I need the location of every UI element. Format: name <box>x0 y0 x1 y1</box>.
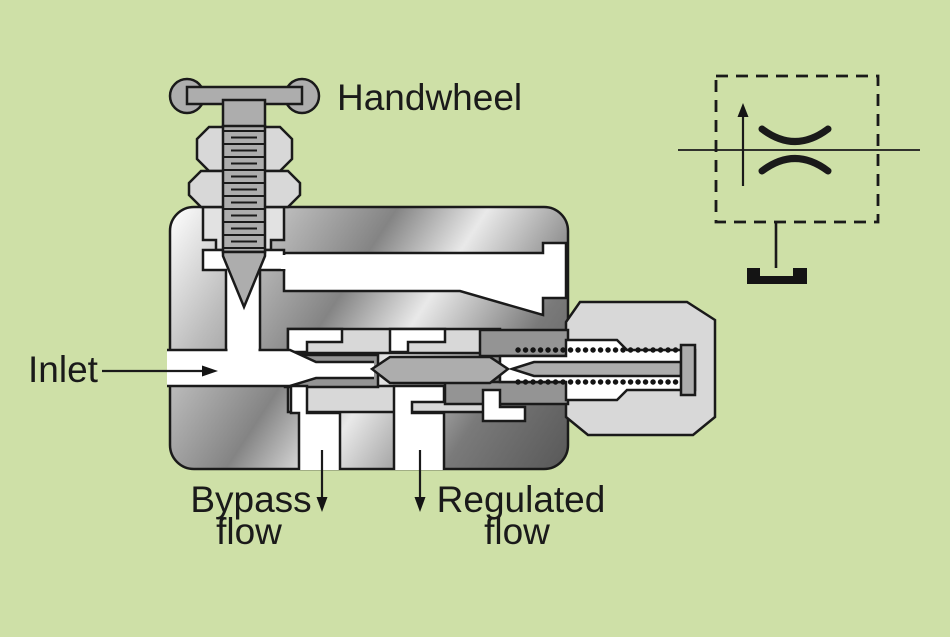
hydraulic-symbol <box>678 74 920 284</box>
passage-junction <box>227 347 259 352</box>
up-arrow-icon <box>737 103 749 186</box>
regulated-passage-outline <box>392 384 446 470</box>
spring-chamber-assembly <box>498 338 697 402</box>
needle-tip <box>221 250 267 311</box>
spring-rod <box>507 360 683 378</box>
screw-shank <box>221 98 267 129</box>
seat-lower <box>443 380 570 406</box>
regulated-flow-arrow <box>414 450 426 512</box>
svg-text:flow: flow <box>216 511 282 552</box>
handwheel-assembly <box>168 77 321 129</box>
regulated-passage <box>394 386 444 470</box>
svg-text:Regulated: Regulated <box>437 479 606 520</box>
sleeve-port-notch-2 <box>388 327 447 354</box>
svg-text:Bypass: Bypass <box>190 479 311 520</box>
inlet-arrow <box>102 365 218 377</box>
passage-junction <box>280 255 288 269</box>
manual-adjust-tee-icon <box>747 222 807 284</box>
svg-text:flow: flow <box>484 511 550 552</box>
bypass-passage-outline <box>289 384 342 470</box>
inlet-label: Inlet <box>28 349 99 390</box>
bypass-flow-label: Bypass flow <box>190 479 311 552</box>
bypass-passage <box>291 386 340 470</box>
compensator-spool <box>369 355 511 385</box>
throttle-arcs-icon <box>758 125 832 175</box>
callout-arrows <box>102 365 426 512</box>
bypass-flow-arrow <box>316 450 328 512</box>
thread-marks <box>224 130 264 249</box>
seat-bypass-l-passage <box>481 388 527 423</box>
dashed-enclosure-box <box>714 74 880 224</box>
handwheel-label: Handwheel <box>337 77 522 118</box>
inlet-passage-bottom-edge <box>167 376 374 388</box>
adjusting-screw <box>187 124 302 311</box>
top-pilot-passage <box>282 241 568 317</box>
regulated-flow-label: Regulated flow <box>437 479 606 552</box>
thread-marks-inner <box>231 136 257 243</box>
spring-end-plug <box>679 343 697 397</box>
